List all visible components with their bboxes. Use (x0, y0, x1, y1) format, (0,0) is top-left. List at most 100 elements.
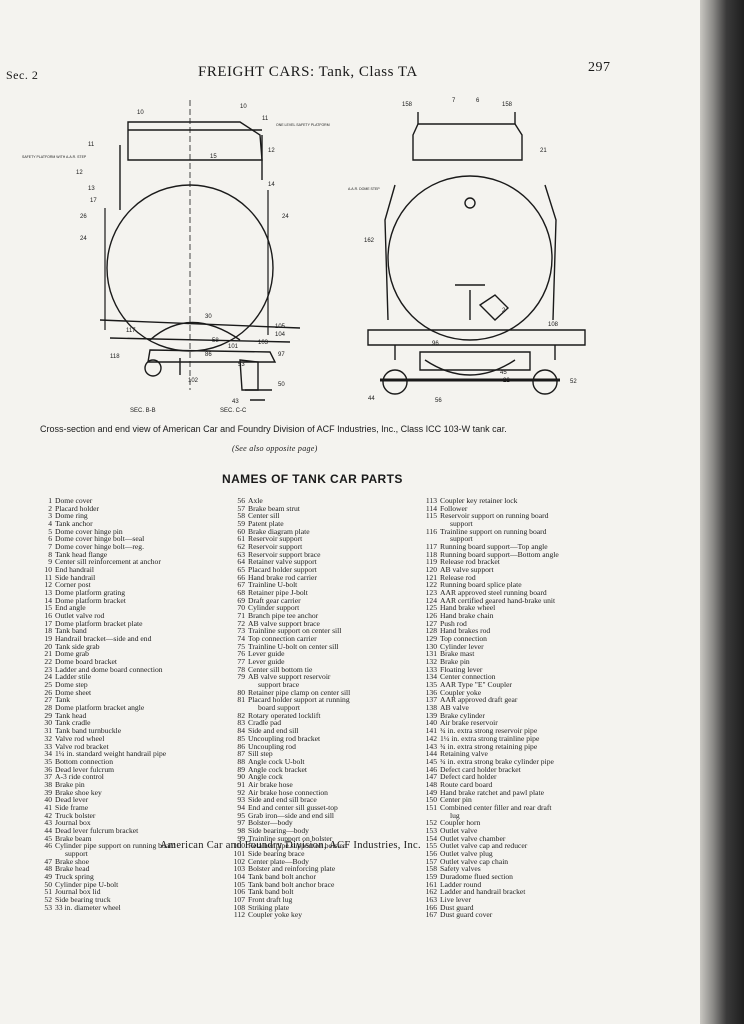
right-dome (412, 123, 523, 161)
part-number: 79 (237, 672, 245, 682)
svg-text:24: 24 (80, 236, 87, 242)
svg-text:7: 7 (452, 98, 456, 104)
part-number: 130 (425, 641, 437, 651)
part-number: 66 (237, 572, 245, 582)
part-name: Ladder stile (55, 672, 92, 682)
part-name: Push rod (440, 618, 467, 628)
part-list-item: support brace (231, 681, 350, 689)
part-name: Outlet valve rod (55, 611, 105, 621)
part-name: Rotary operated locklift (248, 710, 321, 720)
part-name: Dome cover (55, 496, 93, 505)
part-name: Side frame (55, 802, 89, 812)
svg-text:15: 15 (210, 154, 217, 160)
part-number: 158 (425, 864, 437, 874)
part-name: Hand brakes rod (440, 626, 491, 636)
part-number: 143 (425, 741, 437, 751)
section-bb: SEC. B-B (130, 408, 156, 414)
part-number: 12 (44, 580, 52, 590)
part-number: 126 (425, 611, 437, 621)
part-number: 30 (44, 718, 52, 728)
part-number: 95 (237, 810, 245, 820)
part-name: Top connection carrier (248, 634, 317, 644)
part-number: 93 (237, 795, 245, 805)
part-name: Running board support—Bottom angle (440, 549, 559, 559)
part-name: Uncoupling rod (248, 741, 296, 751)
part-number: 65 (237, 565, 245, 575)
part-name: Tank head flange (55, 549, 108, 559)
part-name: AB valve support reservoir (248, 672, 331, 682)
svg-text:97: 97 (278, 352, 285, 358)
note-dome-step: A.A.R. DOME STEP (348, 187, 380, 191)
part-number: 24 (44, 672, 52, 682)
part-number: 114 (425, 503, 437, 513)
part-name: Trainline U-bolt (248, 580, 298, 590)
part-name: Truck spring (55, 871, 94, 881)
part-number: 128 (425, 626, 437, 636)
svg-text:24: 24 (282, 214, 289, 220)
part-number: 22 (44, 657, 52, 667)
part-name: AB valve support brace (248, 618, 320, 628)
part-name: Center connection (440, 672, 496, 682)
svg-text:45: 45 (500, 370, 507, 376)
part-number: 41 (44, 802, 52, 812)
see-also-note: (See also opposite page) (232, 444, 318, 453)
part-name: Center plate—Body (248, 856, 309, 866)
left-dome (127, 121, 263, 161)
part-name: Cylinder lever (440, 641, 484, 651)
part-number: 39 (44, 787, 52, 797)
svg-text:158: 158 (502, 102, 513, 108)
part-number: 35 (44, 756, 52, 766)
part-number: 132 (425, 657, 437, 667)
part-name: Tank cradle (55, 718, 91, 728)
part-name: Coupler key retainer lock (440, 496, 518, 505)
part-number: 13 (44, 588, 52, 598)
part-number: 85 (237, 733, 245, 743)
page-number: 297 (588, 60, 611, 75)
part-name: Side bearing truck (55, 894, 111, 904)
part-name: Cylinder support (248, 603, 300, 613)
part-name: 33 in. diameter wheel (55, 902, 121, 912)
part-name: Brake shoe (55, 856, 89, 866)
part-name: board support (258, 703, 300, 713)
part-name: ¾ in. extra strong brake cylinder pipe (440, 756, 554, 766)
part-name: Defect card holder bracket (440, 764, 521, 774)
part-number: 147 (425, 772, 437, 782)
part-number: 71 (237, 611, 245, 621)
part-name: Defect card holder (440, 772, 497, 782)
svg-text:105: 105 (275, 324, 286, 330)
svg-text:86: 86 (205, 352, 212, 358)
part-number: 51 (44, 887, 52, 897)
part-name: Brake beam strut (248, 503, 300, 513)
part-number: 63 (237, 549, 245, 559)
part-number: 163 (425, 894, 437, 904)
part-name: Bottom connection (55, 756, 113, 766)
